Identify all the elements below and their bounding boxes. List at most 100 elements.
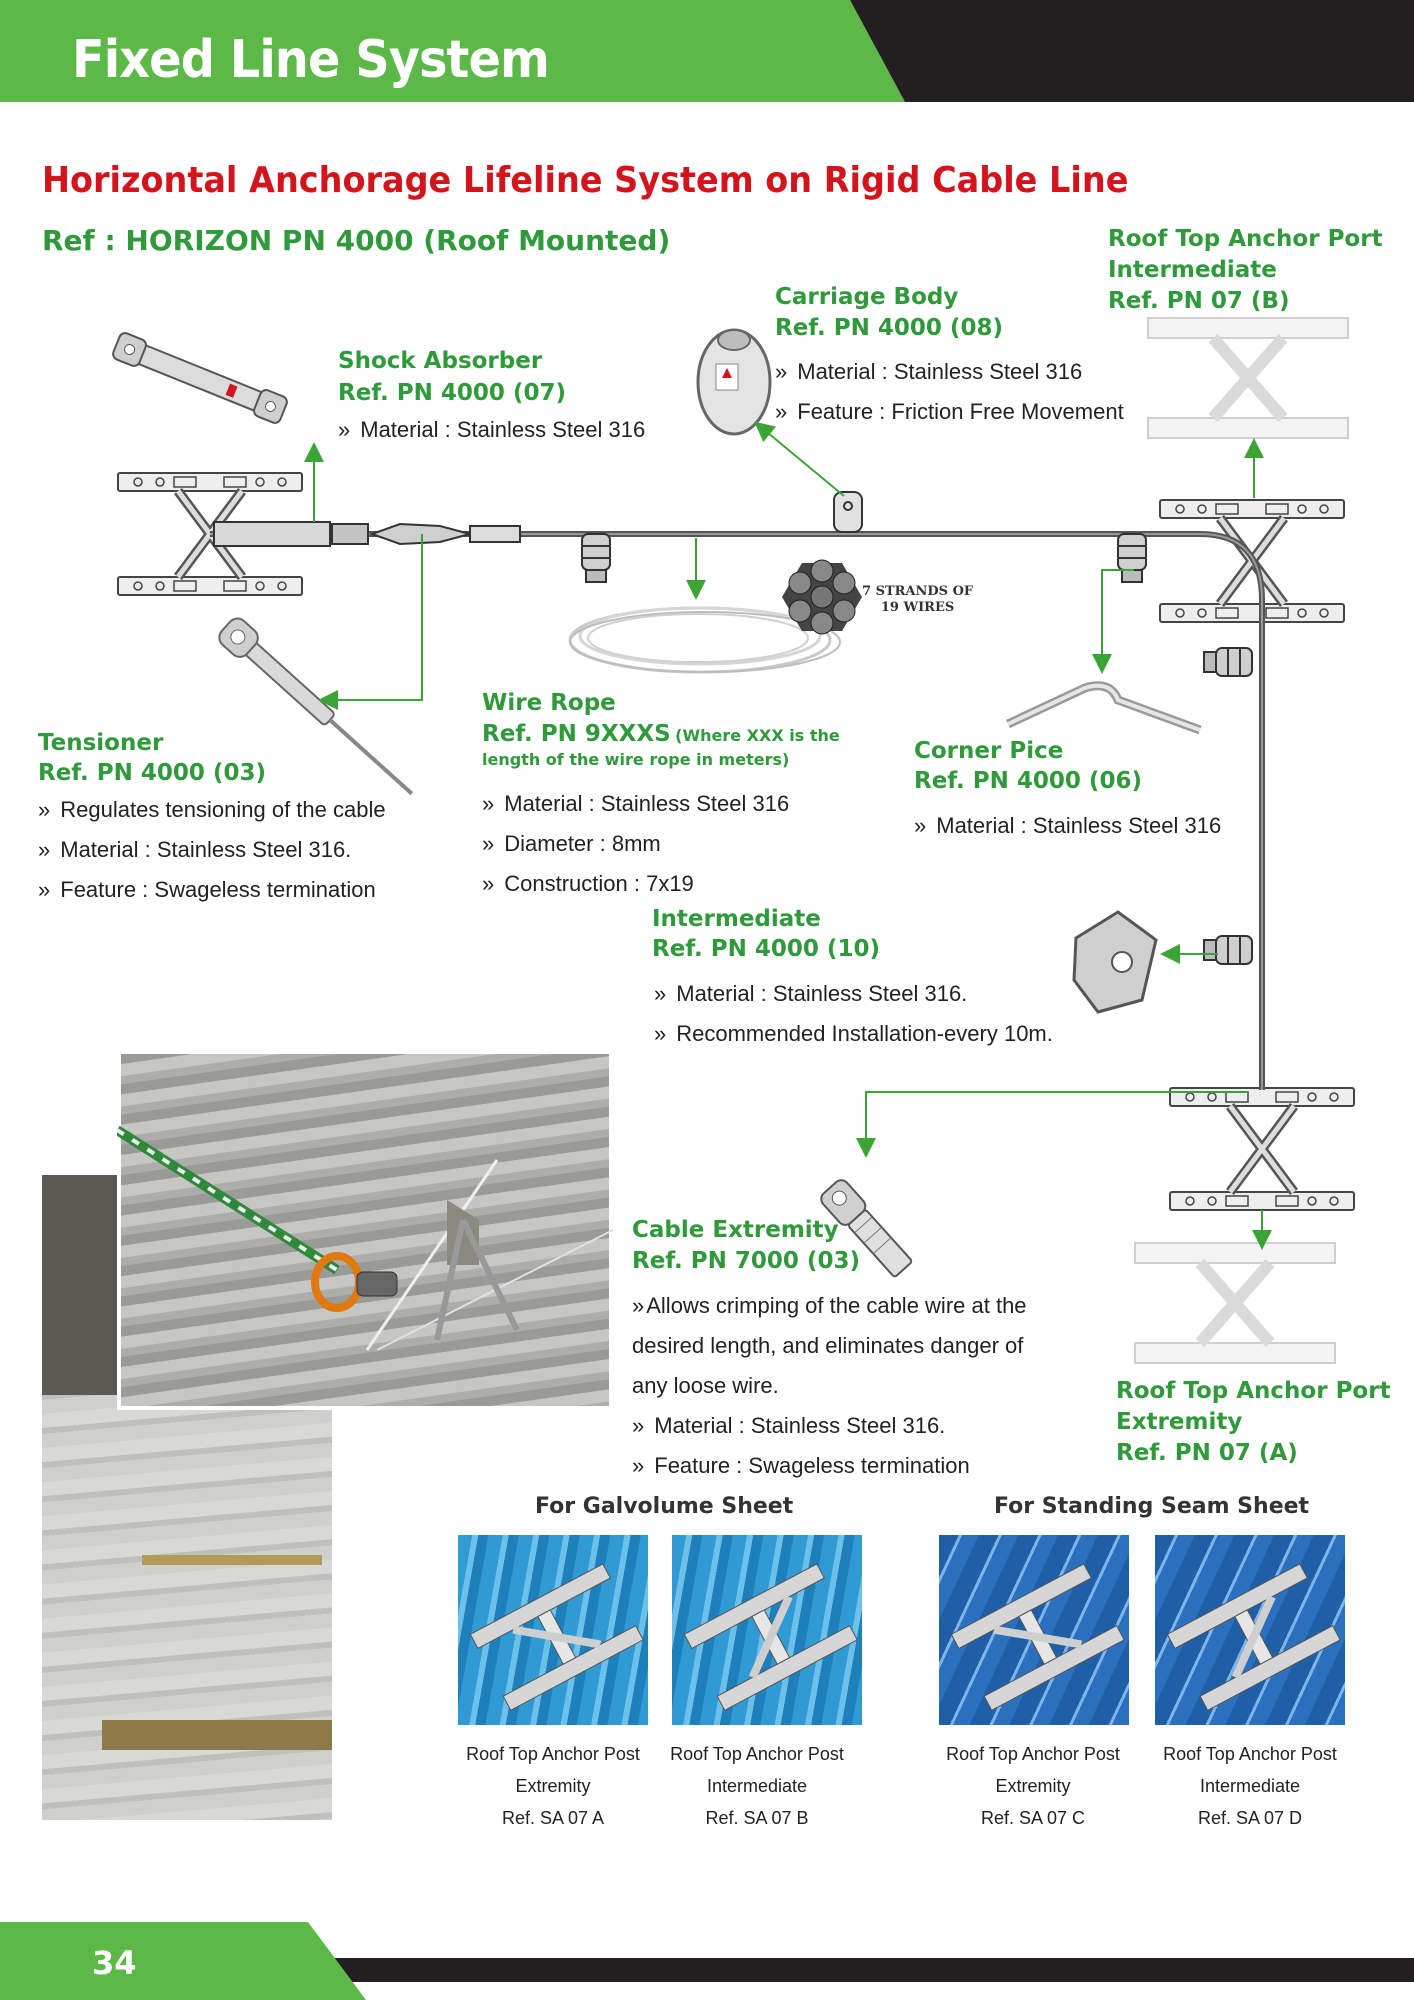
- carriage-body-bullets: » Material : Stainless Steel 316 » Feature…: [775, 352, 1124, 432]
- caption-line3: Ref. SA 07 D: [1197, 1808, 1303, 1828]
- bullet-text: Material : Stainless Steel 316.: [676, 981, 968, 1006]
- wire-rope-ref-note: (Where XXX is the: [675, 726, 840, 745]
- corner-piece-bullet: » Material : Stainless Steel 316: [914, 806, 1221, 846]
- desc-line1: Allows crimping of the cable wire at the: [646, 1293, 1027, 1318]
- header-shape: [0, 0, 1414, 102]
- bullet-text: Feature : Swageless termination: [60, 877, 376, 902]
- caption-line3: Ref. SA 07 B: [705, 1808, 809, 1828]
- bullet-text: Material : Stainless Steel 316.: [654, 1413, 946, 1438]
- footer-shape: [0, 1922, 1414, 2000]
- sheet-photo-sa07c: [939, 1535, 1129, 1725]
- lifeline-diagram: [112, 0, 1414, 1470]
- caption-line2: Intermediate: [1199, 1776, 1301, 1796]
- bullet-char: »: [482, 831, 495, 856]
- ref-title: Ref : HORIZON PN 4000 (Roof Mounted): [42, 224, 671, 257]
- anchor-extremity-name: Roof Top Anchor Port Extremity Ref. PN 0…: [1116, 1376, 1391, 1469]
- wire-rope-ref-row: Ref. PN 9XXXS (Where XXX is the: [482, 719, 840, 750]
- caption-line2: Intermediate: [706, 1776, 808, 1796]
- strands-label-line2: 19 WIRES: [880, 600, 955, 615]
- caption-line3: Ref. SA 07 C: [980, 1808, 1086, 1828]
- strands-label-line1: 7 STRANDS OF: [862, 584, 974, 599]
- shock-absorber-product: [112, 332, 288, 424]
- footer-band: [0, 1922, 1414, 2000]
- bullet-char: »: [632, 1413, 645, 1438]
- roof-photo-back-art: [42, 1175, 332, 1750]
- bullet-char: »: [38, 797, 51, 822]
- desc-line3: any loose wire.: [632, 1373, 779, 1398]
- bullet-text: Construction : 7x19: [504, 871, 694, 896]
- strands-section: [782, 559, 862, 635]
- desc-line2: desired length, and eliminates danger of: [632, 1333, 1024, 1358]
- standing-seam-heading: For Standing Seam Sheet: [994, 1494, 1310, 1519]
- strands-label: 7 STRANDS OF 19 WIRES: [862, 584, 973, 616]
- intermediate-product: [1072, 910, 1158, 1014]
- tensioner-name: Tensioner: [38, 730, 164, 756]
- bullet-text: Diameter : 8mm: [504, 831, 661, 856]
- bullet-text: Material : Stainless Steel 316: [936, 813, 1222, 838]
- roof-photo-front-art: [117, 1125, 613, 1351]
- carriage-body-product: [696, 328, 772, 436]
- cable-extremity-desc: »Allows crimping of the cable wire at th…: [632, 1286, 1027, 1486]
- shock-absorber-bullet: » Material : Stainless Steel 316: [338, 410, 645, 450]
- sheet-photo-sa07b: [672, 1535, 862, 1725]
- caption-line1: Roof Top Anchor Post: [946, 1744, 1120, 1764]
- caption-line3: Ref. SA 07 A: [501, 1808, 605, 1828]
- bullet-text: Material : Stainless Steel 316.: [60, 837, 352, 862]
- bullet-text: Material : Stainless Steel 316: [360, 417, 646, 442]
- anchor-intermediate-ref: Ref. PN 07 (B): [1108, 288, 1290, 314]
- main-title: Horizontal Anchorage Lifeline System on …: [42, 160, 1129, 201]
- caption-line2: Extremity: [515, 1776, 591, 1796]
- sheet-photo-sa07d: [1155, 1535, 1345, 1725]
- bullet-text: Recommended Installation-every 10m.: [676, 1021, 1053, 1046]
- bullet-char: »: [338, 417, 351, 442]
- anchor-extremity-line2: Extremity: [1116, 1409, 1243, 1435]
- header-title: Fixed Line System: [72, 30, 550, 90]
- corner-piece-ref: Ref. PN 4000 (06): [914, 768, 1142, 794]
- shock-absorber-ref: Ref. PN 4000 (07): [338, 380, 566, 406]
- anchor-extremity-line1: Roof Top Anchor Port: [1116, 1378, 1391, 1404]
- bullet-char: »: [482, 791, 495, 816]
- bullet-char: »: [632, 1453, 645, 1478]
- sheet-photo-sa07a: [458, 1535, 648, 1725]
- bullet-char: »: [775, 399, 788, 424]
- wire-rope-ref: Ref. PN 9XXXS: [482, 721, 671, 747]
- tensioner-bullets: » Regulates tensioning of the cable » Mate…: [38, 790, 386, 910]
- wire-rope-coil: [568, 606, 841, 674]
- sheet-caption-sa07b: Roof Top Anchor Post Intermediate Ref. S…: [647, 1738, 867, 1834]
- roof-photo-front: [117, 1050, 613, 1410]
- anchor-extremity-ref: Ref. PN 07 (A): [1116, 1440, 1298, 1466]
- tensioner-product: [218, 617, 414, 796]
- bullet-char: »: [914, 813, 927, 838]
- carriage-body-ref: Ref. PN 4000 (08): [775, 315, 1003, 341]
- bullet-text: Feature : Swageless termination: [654, 1453, 970, 1478]
- cable-extremity-ref: Ref. PN 7000 (03): [632, 1248, 860, 1274]
- bullet-char: »: [632, 1293, 645, 1318]
- bullet-char: »: [482, 871, 495, 896]
- anchor-intermediate-line1: Roof Top Anchor Port: [1108, 226, 1383, 252]
- caption-line1: Roof Top Anchor Post: [670, 1744, 844, 1764]
- tensioner-ref: Ref. PN 4000 (03): [38, 760, 266, 786]
- galvolume-heading: For Galvolume Sheet: [535, 1494, 794, 1519]
- sheet-caption-sa07a: Roof Top Anchor Post Extremity Ref. SA 0…: [443, 1738, 663, 1834]
- bullet-text: Material : Stainless Steel 316: [504, 791, 790, 816]
- bullet-text: Material : Stainless Steel 316: [797, 359, 1083, 384]
- bullet-text: Feature : Friction Free Movement: [797, 399, 1124, 424]
- sheet-caption-sa07d: Roof Top Anchor Post Intermediate Ref. S…: [1140, 1738, 1360, 1834]
- bullet-char: »: [38, 837, 51, 862]
- wire-rope-ref-note2: length of the wire rope in meters): [482, 750, 790, 769]
- cable-extremity-product: [820, 1179, 913, 1278]
- wire-rope-name: Wire Rope: [482, 690, 616, 716]
- wire-rope-bullets: » Material : Stainless Steel 316 » Diamete…: [482, 784, 789, 904]
- anchor-intermediate-name: Roof Top Anchor Port Intermediate Ref. P…: [1108, 224, 1383, 317]
- intermediate-name: Intermediate: [652, 906, 821, 932]
- shock-absorber-name: Shock Absorber: [338, 348, 543, 374]
- caption-line1: Roof Top Anchor Post: [1163, 1744, 1337, 1764]
- anchor-intermediate-line2: Intermediate: [1108, 257, 1277, 283]
- bullet-text: Regulates tensioning of the cable: [60, 797, 386, 822]
- intermediate-ref: Ref. PN 4000 (10): [652, 936, 880, 962]
- bullet-char: »: [654, 1021, 667, 1046]
- page-number: 34: [92, 1944, 137, 1982]
- caption-line1: Roof Top Anchor Post: [466, 1744, 640, 1764]
- bullet-char: »: [775, 359, 788, 384]
- corner-piece-name: Corner Pice: [914, 738, 1064, 764]
